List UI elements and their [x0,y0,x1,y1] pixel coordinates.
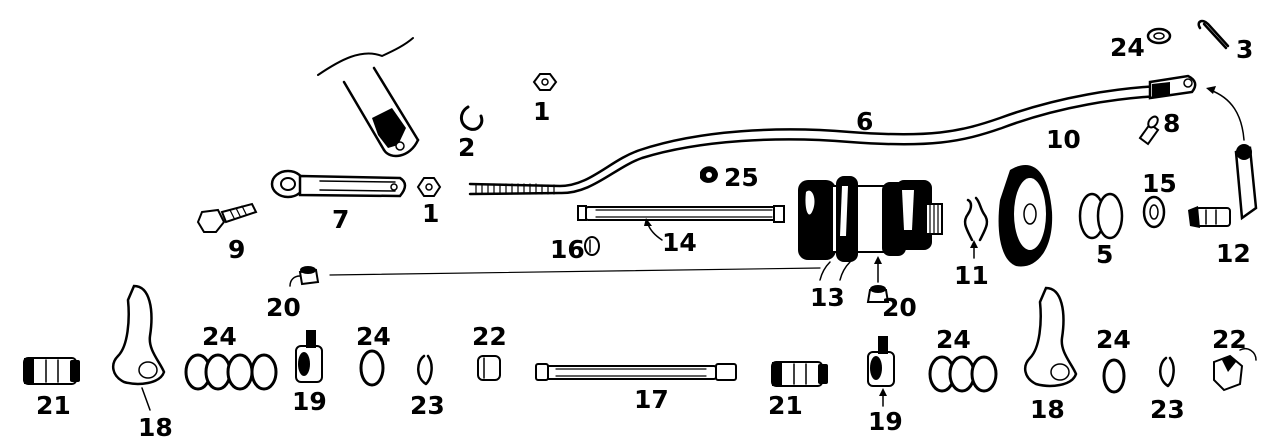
shift-fork-part-18-right [1023,286,1078,388]
label-9: 9 [228,235,245,264]
rings-part-5 [1078,192,1124,240]
clip-part-2 [460,105,484,131]
label-7: 7 [332,205,349,234]
ring-part-24-right-single [1102,358,1126,394]
label-22-right: 22 [1212,325,1247,354]
label-24-right: 24 [936,325,971,354]
clip-part-23-left [417,354,433,386]
cap-part-20-left [289,266,821,287]
shaft-part-14 [577,205,785,223]
nut-part-1-mid [416,177,442,197]
label-8: 8 [1163,109,1180,138]
bushing-part-21-center [771,361,828,387]
label-21-left: 21 [36,391,71,420]
label-10: 10 [1046,125,1081,154]
cam-plate-part-10 [998,165,1053,267]
label-20-left: 20 [266,293,301,322]
part-labels: 1 2 1 3 24 6 8 7 9 10 25 15 5 12 14 16 1… [36,33,1253,442]
label-13: 13 [810,283,845,312]
bushing-part-21-left [23,357,80,385]
label-23-right: 23 [1150,395,1185,424]
ring-part-24-center [359,349,385,387]
label-15: 15 [1142,169,1177,198]
label-21-center: 21 [768,391,803,420]
label-17: 17 [634,385,669,414]
spring-clip-part-11 [963,196,989,259]
label-20-center: 20 [882,293,917,322]
label-22-left: 22 [472,322,507,351]
label-1-mid: 1 [422,199,439,228]
label-12: 12 [1216,239,1251,268]
nut-part-22-left [477,355,501,381]
label-19-right: 19 [868,407,903,436]
lever-part-12 [1188,144,1258,228]
arrows-part-13 [819,256,882,283]
label-24-left: 24 [202,322,237,351]
control-rod-part-6 [468,74,1197,196]
washer-part-24-top [1146,27,1172,45]
pin-part-8 [1138,115,1160,146]
label-14: 14 [662,228,697,257]
label-18-right: 18 [1030,395,1065,424]
clip-part-23-right [1159,356,1175,388]
label-3: 3 [1236,35,1253,64]
nut-part-1-top [532,73,558,91]
label-2: 2 [458,133,475,162]
spacer-part-16 [584,236,600,256]
label-19-left: 19 [292,387,327,416]
label-1-top: 1 [533,97,550,126]
cap-part-20-center [866,285,890,303]
nut-part-25 [700,166,718,183]
washer-part-15 [1142,195,1166,229]
label-5: 5 [1096,240,1113,269]
label-23-left: 23 [410,391,445,420]
rod-end-part-7 [270,169,407,199]
label-11: 11 [954,261,989,290]
label-24-center: 24 [356,322,391,351]
arrow-12-to-rod [1206,86,1245,141]
label-25: 25 [724,163,759,192]
label-18-left: 18 [138,413,173,442]
arrow-part-14 [644,218,663,241]
label-6: 6 [856,107,873,136]
frame-tube-part [317,37,420,158]
shift-fork-part-18-left [111,284,166,411]
collar-part-19-right [867,336,895,407]
collar-part-19-left [295,330,323,383]
rings-part-24-right [928,355,998,393]
bolt-part-9 [196,202,258,233]
nut-part-22-right [1213,348,1257,392]
shaft-part-17 [535,363,737,381]
cotter-pin-part-3 [1197,19,1230,50]
label-16: 16 [550,235,585,264]
label-24-right-single: 24 [1096,325,1131,354]
label-24-top: 24 [1110,33,1145,62]
rings-part-24-left [184,353,278,391]
shift-drum-part-13 [798,176,943,262]
